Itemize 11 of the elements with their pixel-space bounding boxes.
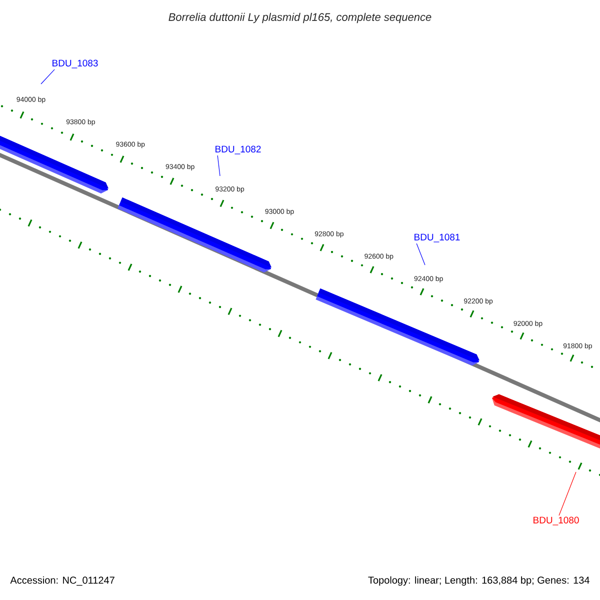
- leader-line: [558, 472, 576, 516]
- gene-label: BDU_1081: [414, 234, 460, 242]
- leader-line: [217, 155, 220, 176]
- leader-line: [40, 69, 55, 84]
- footer-text: Topology: linear; Length: 163,884 bp; Genes: 134: [368, 576, 590, 586]
- leader-line: [416, 243, 426, 266]
- title: Borrelia duttonii Ly plasmid pl165, complete sequence: [168, 12, 432, 24]
- gene-label: BDU_1080: [534, 516, 579, 526]
- gene-label: BDU_1083: [52, 60, 98, 68]
- footer-text: Accession: NC_011247: [10, 576, 114, 586]
- gene-label: BDU_1082: [216, 146, 261, 154]
